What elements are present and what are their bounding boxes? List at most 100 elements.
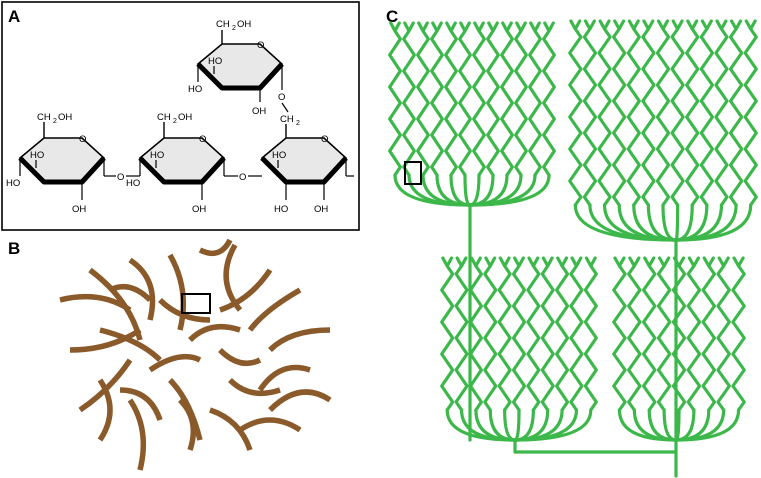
ring-4-oh: OH bbox=[252, 106, 266, 117]
svg-text:2: 2 bbox=[232, 25, 236, 32]
glycogen-branches-schematic bbox=[59, 238, 332, 471]
tree-ll-chain bbox=[468, 256, 483, 412]
link-o-branch: O bbox=[278, 92, 285, 103]
tree-ll-chain bbox=[540, 256, 555, 412]
svg-text:2: 2 bbox=[296, 120, 300, 127]
ring-3-ho-b: HO bbox=[274, 204, 288, 215]
branch-segment bbox=[108, 283, 152, 302]
tree-ll-chain bbox=[526, 256, 541, 412]
ring-4-ho-b: HO bbox=[188, 84, 202, 95]
tree-lr-chain bbox=[641, 256, 657, 412]
ring-1-oh: OH bbox=[72, 204, 86, 215]
tree-ul-chain bbox=[500, 21, 514, 177]
tree-ur-stem bbox=[661, 203, 678, 242]
tree-ur-chain bbox=[670, 19, 685, 207]
tree-ur-stem bbox=[674, 203, 753, 242]
glucose-ring-3: CH 2 O HO HO OH bbox=[260, 114, 354, 215]
branch-segment bbox=[148, 353, 202, 373]
ring-2-oh: OH bbox=[192, 204, 206, 215]
tree-ll-chain bbox=[440, 256, 455, 412]
branch-segment bbox=[228, 377, 281, 397]
tree-lr-chain bbox=[656, 256, 672, 412]
glucose-ring-2: CH 2 OH O HO HO OH O bbox=[126, 112, 262, 215]
ring-1-o: O bbox=[79, 134, 86, 145]
ring-4-o: O bbox=[257, 40, 264, 51]
branch-segment bbox=[268, 327, 331, 353]
tree-ll-stem bbox=[513, 408, 521, 442]
tree-lr-stem bbox=[662, 408, 678, 442]
branch-segment bbox=[257, 364, 311, 392]
ring-1-ch2oh: CH 2 OH bbox=[37, 112, 72, 125]
branch-segment bbox=[78, 358, 133, 413]
tree-ul-chain bbox=[388, 21, 402, 177]
tree-ll-chain bbox=[497, 256, 512, 412]
branch-segment bbox=[167, 253, 187, 331]
panel-c-highlight-box bbox=[404, 161, 422, 185]
tree-ur-chain bbox=[714, 19, 729, 207]
panel-b-label: B bbox=[8, 239, 20, 258]
tree-ur-chain bbox=[612, 19, 627, 207]
branch-segment bbox=[268, 389, 332, 412]
panel-b-highlight-box bbox=[181, 293, 211, 314]
svg-text:CH: CH bbox=[216, 19, 230, 30]
tree-ll-chain bbox=[454, 256, 469, 412]
panel-a-frame bbox=[1, 1, 360, 231]
tree-lr-chain bbox=[716, 256, 731, 412]
branch-segment bbox=[219, 268, 273, 313]
tree-ur-chain bbox=[655, 19, 671, 207]
branch-segment bbox=[238, 417, 302, 433]
panel-a: A CH 2 OH O HO HO OH O bbox=[1, 1, 360, 231]
tree-ul-chain bbox=[486, 21, 500, 177]
trunk-link bbox=[513, 438, 678, 454]
branch-segment bbox=[119, 387, 163, 421]
branch-segment bbox=[127, 398, 147, 471]
ring-3-ho-a: HO bbox=[272, 150, 286, 161]
panel-c: C bbox=[386, 7, 758, 478]
tree-ll-chain bbox=[555, 256, 570, 412]
ring-2-ho-b: HO bbox=[126, 178, 140, 189]
tree-ul-stem bbox=[463, 173, 472, 207]
branch-segment bbox=[99, 327, 162, 362]
glucose-ring-1: CH 2 OH O HO HO OH O bbox=[6, 112, 140, 215]
tree-lr-chain bbox=[701, 256, 717, 412]
svg-text:OH: OH bbox=[237, 19, 251, 30]
link-o-1: O bbox=[117, 172, 124, 183]
svg-text:OH: OH bbox=[178, 112, 192, 123]
panel-b: B bbox=[8, 238, 332, 471]
branch-segment bbox=[209, 407, 253, 451]
panel-a-label: A bbox=[8, 7, 20, 26]
tree-ul-chain bbox=[430, 21, 444, 177]
tree-ur-chain bbox=[685, 19, 700, 207]
tree-ll-stem bbox=[503, 408, 517, 442]
tree-ur-chain bbox=[582, 19, 598, 207]
tree-lr-chain bbox=[686, 256, 702, 412]
branch-segment bbox=[188, 323, 241, 343]
tree-ur-chain bbox=[641, 19, 656, 207]
tree-ur-chain bbox=[728, 19, 744, 207]
ring-3-o: O bbox=[321, 134, 328, 145]
branch-segment bbox=[97, 378, 113, 442]
branch-segment bbox=[218, 348, 262, 367]
svg-text:2: 2 bbox=[53, 118, 57, 125]
glycogen-tree-schematic bbox=[388, 19, 758, 478]
tree-ul-chain bbox=[528, 21, 542, 177]
svg-text:CH: CH bbox=[157, 112, 171, 123]
tree-ul-stem bbox=[449, 173, 472, 207]
link-o-2: O bbox=[239, 172, 246, 183]
tree-ll-stem bbox=[513, 408, 593, 442]
ring-2-ho-a: HO bbox=[150, 150, 164, 161]
glucose-ring-4: CH 2 OH O HO HO OH O bbox=[188, 19, 289, 117]
ring-4-ch2oh: CH 2 OH bbox=[216, 19, 251, 32]
panel-c-label: C bbox=[386, 7, 398, 26]
tree-ur-stem bbox=[674, 203, 680, 242]
branch-segment bbox=[247, 287, 302, 332]
branch-segment bbox=[128, 257, 156, 321]
tree-ul-stem bbox=[468, 173, 481, 207]
tree-lr-chain bbox=[627, 256, 642, 412]
ring-2-o: O bbox=[199, 134, 206, 145]
svg-text:CH: CH bbox=[280, 114, 294, 125]
tree-ul-chain bbox=[402, 21, 416, 177]
ring-3-ch2: CH 2 bbox=[280, 114, 300, 127]
branch-segment bbox=[69, 327, 142, 353]
